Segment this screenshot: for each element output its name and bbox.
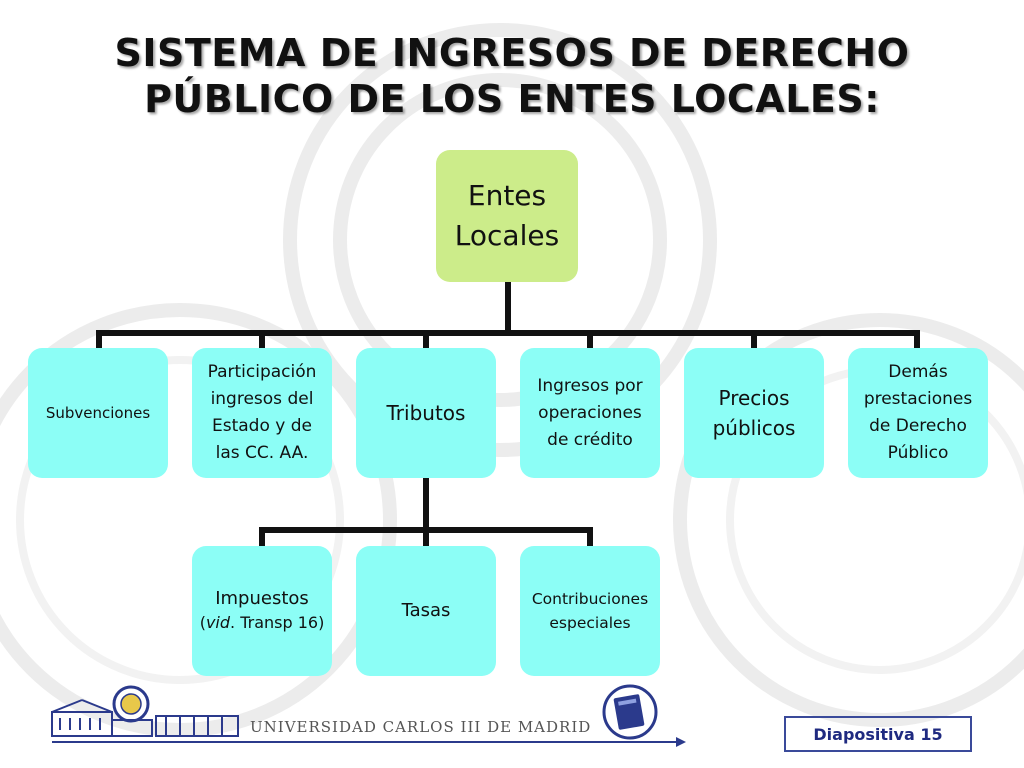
node-tributos-label: Tributos	[386, 401, 466, 425]
node-impuestos: Impuestos (vid. Transp 16)	[192, 546, 332, 676]
node-precios-publicos: Precios públicos	[684, 348, 824, 478]
node-entes-locales-label: Entes Locales	[454, 179, 560, 252]
node-tasas-label: Tasas	[401, 600, 451, 621]
node-contribuciones-label: Contribuciones especiales	[531, 590, 649, 632]
note-rest: . Transp 16)	[230, 613, 325, 632]
university-seal-icon	[112, 685, 150, 723]
title-line-1: SISTEMA DE INGRESOS DE DERECHO	[114, 31, 910, 75]
node-precios-publicos-label: Precios públicos	[712, 386, 796, 440]
university-logo	[51, 684, 686, 747]
node-tasas: Tasas	[356, 546, 496, 676]
node-demas-prestaciones: Demás prestaciones de Derecho Público	[848, 348, 988, 478]
node-subvenciones-label: Subvenciones	[45, 404, 151, 422]
note-prefix: (	[199, 613, 206, 632]
node-demas-prestaciones-label: Demás prestaciones de Derecho Público	[863, 362, 973, 463]
node-participacion: Participación ingresos del Estado y de l…	[192, 348, 332, 478]
slide-number-label: Diapositiva 15	[813, 724, 943, 744]
node-ingresos-credito-label: Ingresos por operaciones de crédito	[537, 375, 643, 450]
node-ingresos-credito: Ingresos por operaciones de crédito	[520, 348, 660, 478]
note-vid: vid	[205, 613, 231, 632]
book-icon	[602, 684, 658, 740]
slide-number: Diapositiva 15	[784, 716, 972, 752]
node-contribuciones: Contribuciones especiales	[520, 546, 660, 676]
university-name: UNIVERSIDAD CARLOS III DE MADRID	[250, 718, 592, 736]
node-tributos: Tributos	[356, 348, 496, 478]
node-participacion-label: Participación ingresos del Estado y de l…	[207, 362, 317, 463]
node-impuestos-label: Impuestos	[215, 588, 309, 609]
node-subvenciones: Subvenciones	[28, 348, 168, 478]
node-impuestos-note: (vid. Transp 16)	[200, 611, 325, 635]
page-title: SISTEMA DE INGRESOS DE DERECHO PÚBLICO D…	[0, 30, 1024, 122]
title-line-2: PÚBLICO DE LOS ENTES LOCALES:	[144, 77, 880, 121]
node-entes-locales: Entes Locales	[436, 150, 578, 282]
